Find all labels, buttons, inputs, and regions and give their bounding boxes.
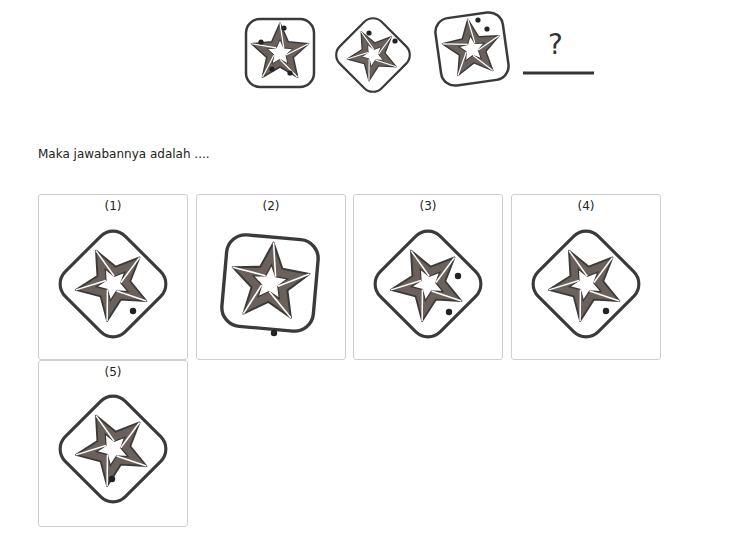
option-box: (4) <box>511 194 661 360</box>
option-number: (4) <box>512 199 660 213</box>
option-number: (3) <box>354 199 502 213</box>
question-text: Maka jawabannya adalah .... <box>38 147 210 161</box>
missing-mark: ? <box>548 28 563 61</box>
option-number: (2) <box>197 199 345 213</box>
option-box: (2) <box>196 194 346 360</box>
option-number: (1) <box>39 199 187 213</box>
option-box: (3) <box>353 194 503 360</box>
option-box: (1) <box>38 194 188 360</box>
option-number: (5) <box>39 365 187 379</box>
option-box: (5) <box>38 360 188 527</box>
